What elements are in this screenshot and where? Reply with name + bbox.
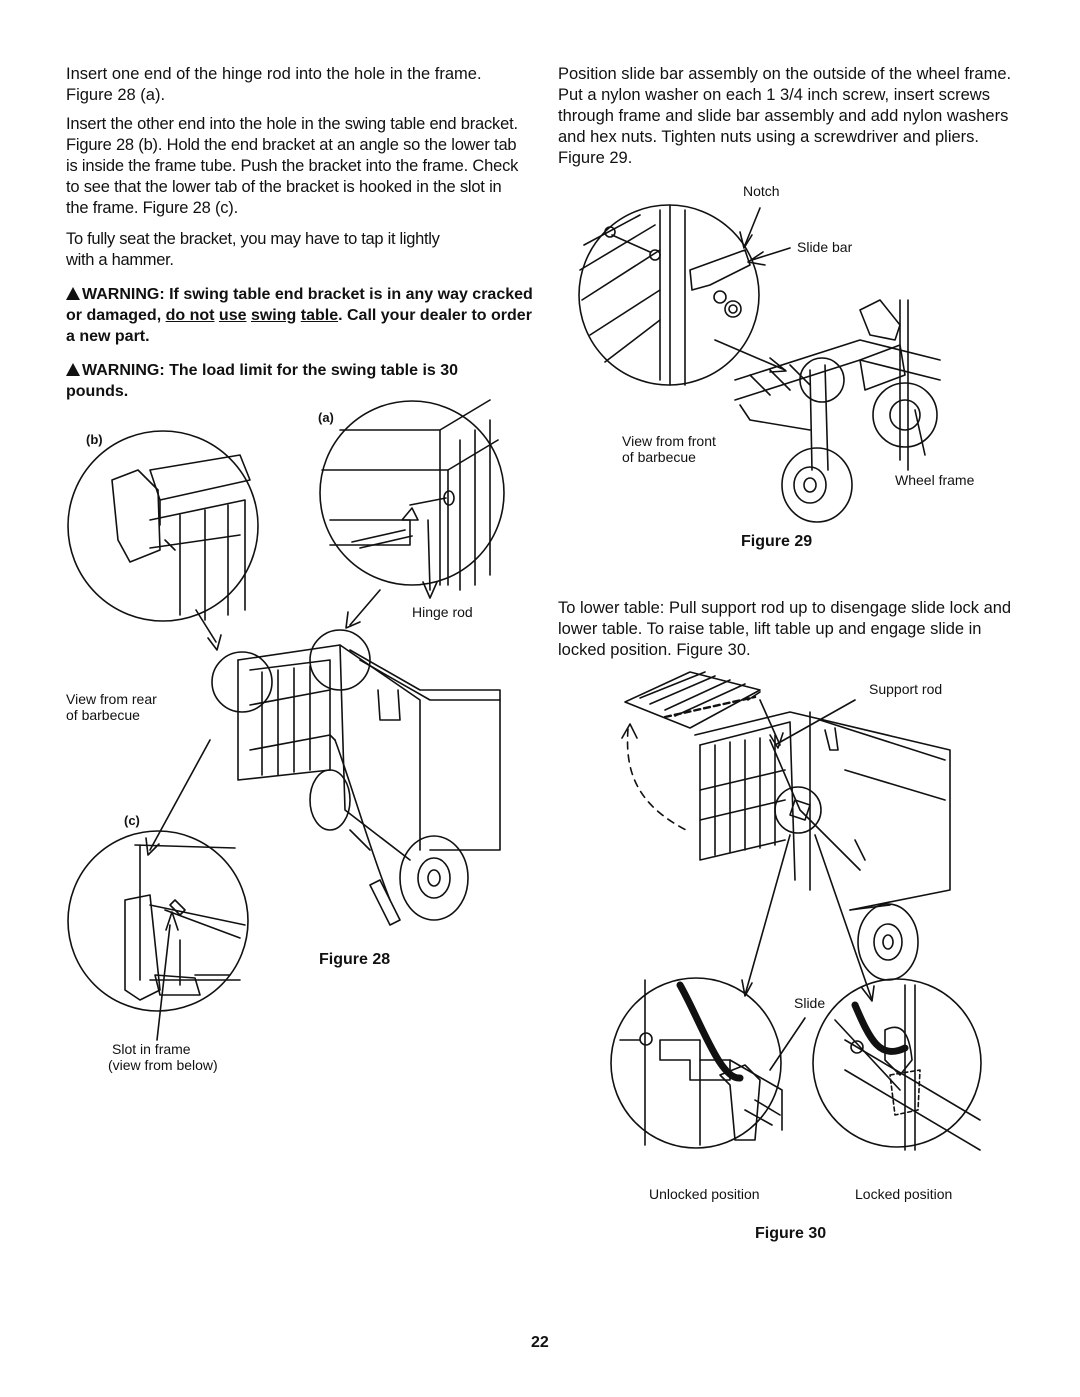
label-slide: Slide	[794, 995, 826, 1011]
label-slot-line1: Slot in frame	[112, 1041, 191, 1057]
swing-arc-arrowhead	[621, 723, 638, 739]
label-view-front-line2: of barbecue	[622, 449, 696, 465]
figure30-detail-unlocked	[610, 977, 806, 1149]
figure29-wheel-frame-front	[714, 299, 941, 523]
figure28-tag-b: (b)	[86, 432, 103, 447]
figure28-tag-c: (c)	[124, 813, 140, 828]
paragraph-lower-table: To lower table: Pull support rod up to d…	[558, 599, 1012, 659]
label-locked-position: Locked position	[855, 1186, 953, 1202]
label-view-rear-line2: of barbecue	[66, 707, 140, 723]
leader-view-rear	[149, 739, 211, 851]
figure29-caption: Figure 29	[741, 533, 813, 550]
paragraph-end-bracket: Insert the other end into the hole in th…	[66, 115, 519, 217]
label-support-rod: Support rod	[869, 681, 943, 697]
leader-arrowhead	[145, 837, 160, 856]
leader-to-unlocked	[744, 834, 791, 996]
warning-triangle-icon	[66, 287, 80, 300]
figure30-caption: Figure 30	[755, 1225, 827, 1242]
figure30-detail-locked	[812, 978, 982, 1151]
paragraph-hammer: To fully seat the bracket, you may have …	[66, 230, 440, 269]
label-unlocked-position: Unlocked position	[649, 1186, 760, 1202]
support-rod-unlocked	[676, 981, 744, 1082]
figure29-detail-slide-bar	[578, 204, 791, 386]
leader-arrowhead	[741, 979, 753, 997]
label-view-front-line1: View from front	[622, 433, 716, 449]
swing-arc-dashed	[626, 728, 691, 833]
warning-triangle-icon	[66, 363, 80, 376]
warning-damaged-bracket: WARNING: If swing table end bracket is i…	[66, 286, 533, 345]
intro-paragraph-hinge-rod: Insert one end of the hinge rod into the…	[66, 65, 482, 104]
table-fold-line-dashed	[663, 695, 757, 719]
label-notch: Notch	[743, 183, 780, 199]
paragraph-slide-bar: Position slide bar assembly on the outsi…	[558, 65, 1012, 167]
figure28-detail-c-slot	[67, 830, 249, 1041]
leader-to-locked	[814, 834, 873, 1001]
leader-arrowhead	[345, 611, 361, 629]
warning-load-limit: WARNING: The load limit for the swing ta…	[66, 362, 459, 400]
label-view-rear-line1: View from rear	[66, 691, 157, 707]
label-hinge-rod: Hinge rod	[412, 604, 473, 620]
figure28-detail-a-hinge-rod	[319, 399, 505, 599]
label-slot-line2: (view from below)	[108, 1057, 218, 1073]
leader-a-to-frame	[349, 589, 381, 626]
figure28-barbecue-rear-view	[211, 629, 501, 926]
figure30-swing-table-view	[624, 671, 951, 981]
page-number: 22	[531, 1334, 549, 1351]
label-slide-bar: Slide bar	[797, 239, 853, 255]
leader-arrowhead	[861, 985, 875, 1002]
label-wheel-frame: Wheel frame	[895, 472, 975, 488]
figure28-tag-a: (a)	[318, 410, 334, 425]
figure28-detail-b-end-bracket	[67, 430, 259, 651]
figure28-caption: Figure 28	[319, 951, 391, 968]
support-rod-locked	[851, 1001, 909, 1055]
